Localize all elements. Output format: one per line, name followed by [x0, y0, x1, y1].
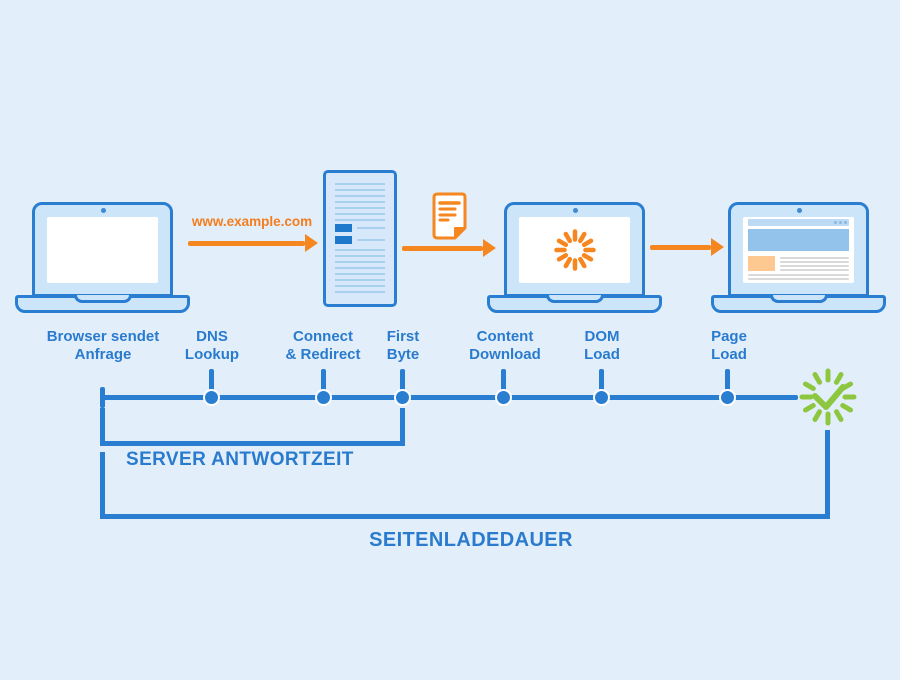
timeline-stub-connect-redirect: [321, 369, 326, 396]
loaded-page-screen: [743, 217, 854, 283]
laptop-page-loaded: [711, 202, 886, 314]
page-text-line: [780, 257, 849, 259]
response-arrow-icon: [402, 239, 496, 257]
request-url-label: www.example.com: [191, 214, 313, 229]
timeline-dot-connect-redirect: [315, 389, 332, 406]
page-banner: [748, 229, 849, 251]
server-icon: [323, 170, 397, 307]
timeline-line: [103, 395, 798, 400]
laptop-notch: [769, 295, 828, 303]
laptop-body: [504, 202, 645, 297]
laptop-base: [487, 295, 662, 313]
request-arrow-icon: [188, 234, 318, 252]
loading-screen: [519, 217, 630, 283]
success-burst-check-icon: [799, 368, 857, 426]
timeline-dot-dom-load: [593, 389, 610, 406]
server-row: [332, 236, 388, 244]
laptop-loading: [487, 202, 662, 314]
timeline-dot-content-download: [495, 389, 512, 406]
page-load-bracket-right: [825, 430, 830, 519]
server-row: [332, 224, 388, 232]
server-rowline: [357, 227, 385, 229]
laptop-base: [711, 295, 886, 313]
page-load-bracket-bottom: [100, 514, 830, 519]
timeline-stub-dns-lookup: [209, 369, 214, 396]
server-chip: [335, 236, 352, 244]
laptop-notch: [545, 295, 604, 303]
timeline-dot-dns-lookup: [203, 389, 220, 406]
timeline-start-tick: [100, 387, 105, 408]
page-load-duration-label: SEITENLADEDAUER: [369, 529, 573, 551]
toolbar-dots-icon: [834, 221, 847, 224]
stage-label-connect-redirect: Connect& Redirect: [285, 328, 361, 363]
server-rowline: [357, 239, 385, 241]
browser-toolbar: [748, 219, 849, 226]
server-response-label: SERVER ANTWORTZEIT: [126, 449, 354, 470]
timeline-stub-content-download: [501, 369, 506, 396]
page-image-block: [748, 256, 775, 271]
page-load-bracket-left: [100, 452, 105, 519]
blank-screen: [47, 217, 158, 283]
timeline-dot-page-load: [719, 389, 736, 406]
timeline-stub-dom-load: [599, 369, 604, 396]
laptop-browser-request: [15, 202, 190, 314]
page-text-line: [748, 274, 849, 276]
page-text-line: [780, 269, 849, 271]
camera-dot-icon: [100, 208, 106, 213]
timeline-stub-first-byte: [400, 369, 405, 396]
camera-dot-icon: [796, 208, 802, 213]
laptop-notch: [73, 295, 132, 303]
laptop-base: [15, 295, 190, 313]
document-icon: [432, 192, 467, 240]
timeline-stub-page-load: [725, 369, 730, 396]
server-chip: [335, 224, 352, 232]
server-highlight-band: [332, 221, 388, 247]
laptop-body: [728, 202, 869, 297]
page-text-line: [748, 278, 849, 280]
timeline-dot-first-byte: [394, 389, 411, 406]
page-text-line: [780, 265, 849, 267]
laptop-body: [32, 202, 173, 297]
page-text-line: [780, 261, 849, 263]
server-response-bracket: [100, 408, 405, 446]
camera-dot-icon: [572, 208, 578, 213]
loading-spinner-icon: [553, 229, 596, 271]
render-arrow-icon: [650, 238, 724, 256]
